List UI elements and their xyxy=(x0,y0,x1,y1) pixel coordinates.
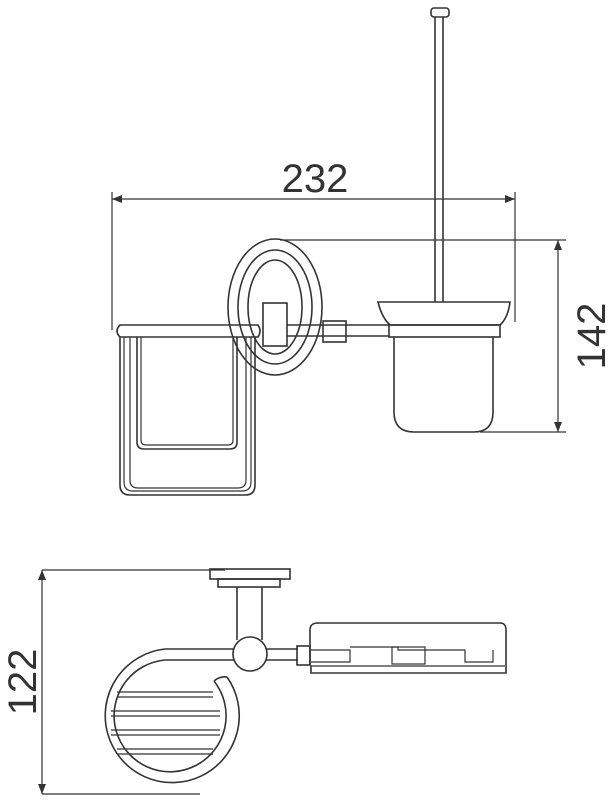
side-view: 122 xyxy=(1,568,507,795)
dimension-label-122: 122 xyxy=(1,649,45,716)
front-view: 232 142 xyxy=(111,7,612,496)
toilet-brush-handle xyxy=(430,7,450,302)
wall-ring xyxy=(227,238,323,376)
holder-rod xyxy=(116,320,389,343)
soap-dish xyxy=(296,622,507,674)
hook-arm xyxy=(104,636,298,784)
wire-basket xyxy=(119,337,256,496)
wall-mount xyxy=(209,568,291,640)
dimension-142: 142 xyxy=(280,239,612,433)
hook-slats xyxy=(111,691,220,755)
dimension-232: 232 xyxy=(111,157,516,330)
dimension-122: 122 xyxy=(1,569,225,795)
dimension-label-142: 142 xyxy=(570,303,612,370)
dimension-label-232: 232 xyxy=(282,157,349,201)
toilet-brush-cup xyxy=(376,301,511,433)
